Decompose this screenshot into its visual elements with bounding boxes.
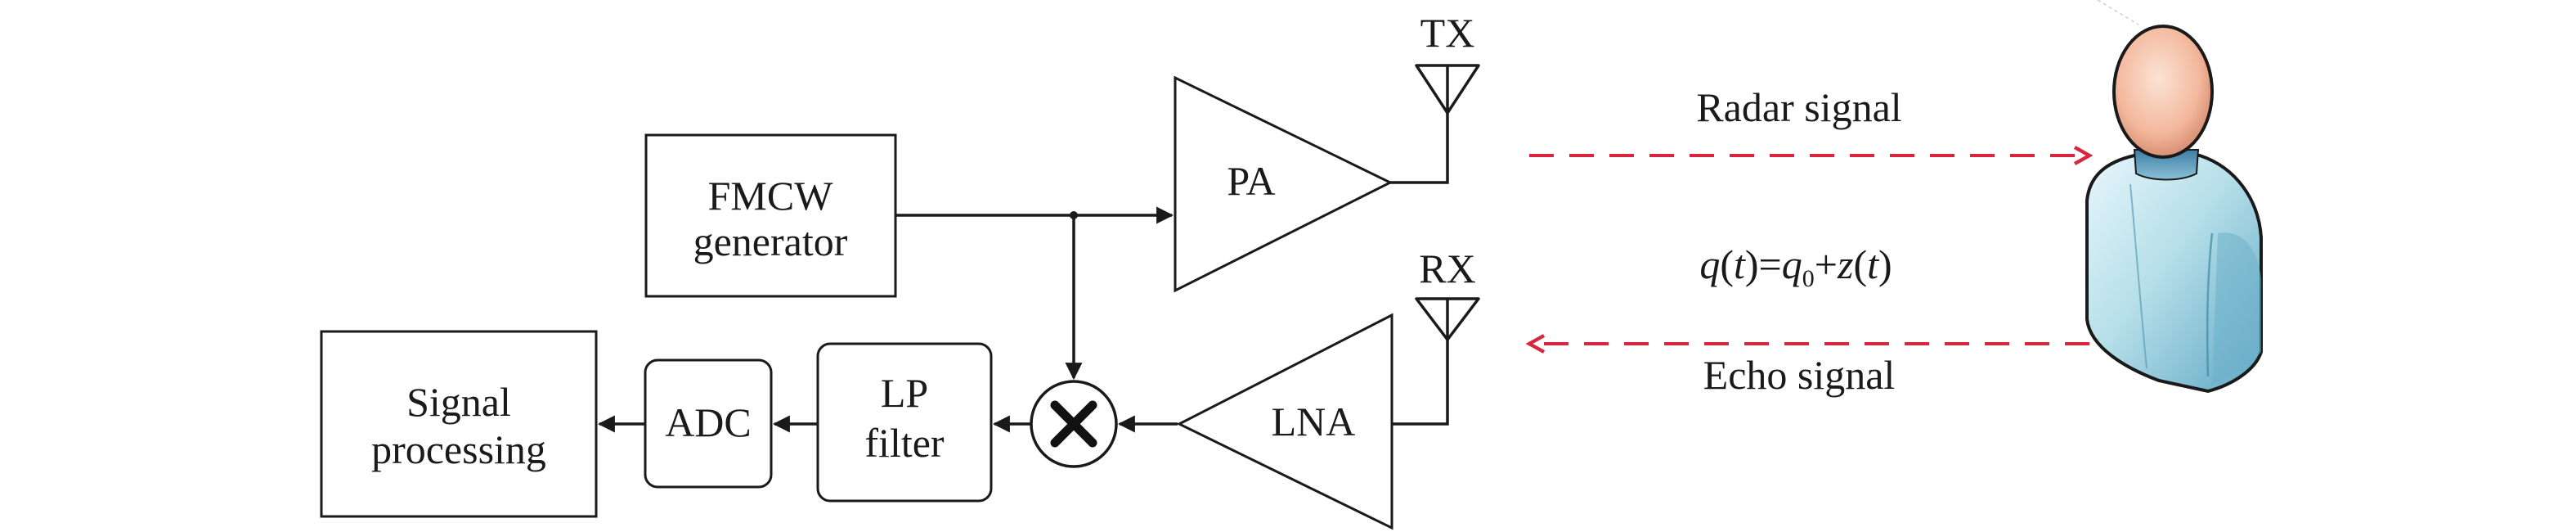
signal-processing-label-line2: processing bbox=[371, 426, 546, 472]
tx-label: TX bbox=[1420, 10, 1475, 56]
pa-amplifier: PA bbox=[1174, 75, 1393, 293]
radar-signal-label: Radar signal bbox=[1696, 84, 1901, 130]
adc-label: ADC bbox=[665, 399, 752, 445]
multiplier-x-icon bbox=[1030, 380, 1118, 468]
pa-label: PA bbox=[1227, 158, 1275, 204]
displacement-equation: q(t)=q0+z(t) bbox=[1699, 241, 1892, 292]
echo-signal-label: Echo signal bbox=[1703, 352, 1896, 398]
rx-label: RX bbox=[1419, 246, 1475, 291]
eq-t2: t bbox=[1867, 241, 1879, 287]
tx-antenna-icon bbox=[1415, 64, 1480, 115]
lp-filter-block: LP filter bbox=[816, 342, 993, 503]
eq-q: q bbox=[1699, 241, 1720, 287]
person-icon bbox=[2085, 0, 2263, 394]
lp-filter-label-line2: filter bbox=[864, 420, 945, 466]
lna-label: LNA bbox=[1272, 399, 1356, 444]
eq-t1: t bbox=[1734, 241, 1746, 287]
lp-filter-label-line1: LP bbox=[881, 370, 928, 416]
rx-antenna-icon bbox=[1415, 297, 1480, 341]
adc-block: ADC bbox=[644, 358, 773, 489]
pa-to-tx-wire bbox=[1390, 113, 1449, 184]
signal-wires bbox=[597, 113, 1449, 433]
lna-amplifier: LNA bbox=[1176, 313, 1393, 530]
eq-q0: q bbox=[1782, 241, 1802, 287]
fmcw-generator-label-line1: FMCW bbox=[708, 173, 834, 219]
eq-sub0: 0 bbox=[1802, 265, 1815, 292]
signal-processing-block: Signal processing bbox=[320, 330, 598, 518]
signal-processing-label-line1: Signal bbox=[406, 379, 511, 425]
eq-z: z bbox=[1837, 241, 1853, 287]
fmcw-generator-block: FMCW generator bbox=[644, 133, 897, 298]
fmcw-generator-label-line2: generator bbox=[693, 219, 848, 264]
rx-to-lna-wire bbox=[1392, 340, 1449, 426]
